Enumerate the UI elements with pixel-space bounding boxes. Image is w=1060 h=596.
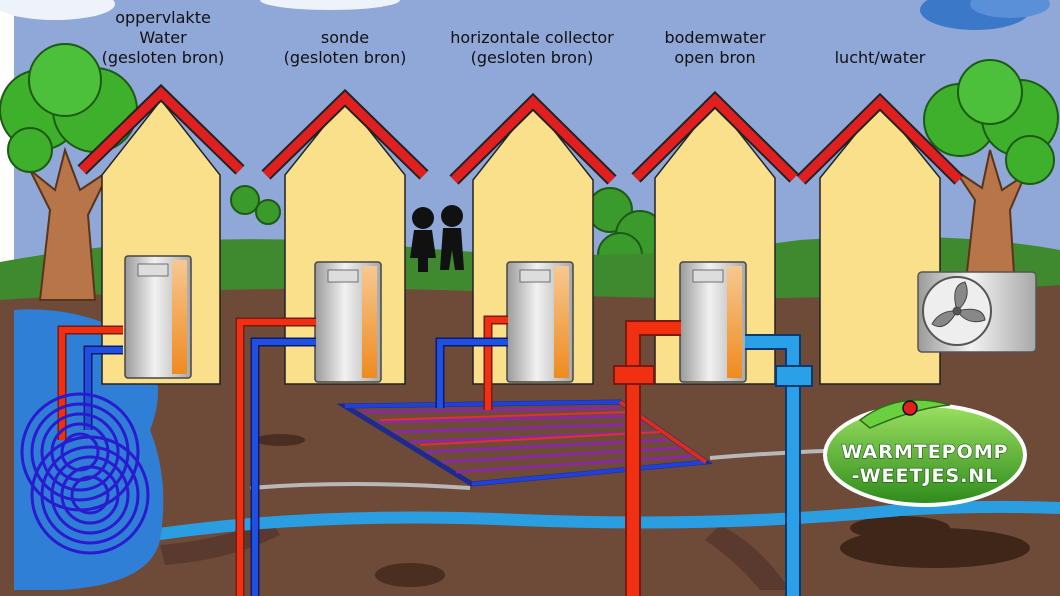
label-line: (gesloten bron) bbox=[101, 48, 225, 67]
label-line: bodemwater bbox=[664, 28, 766, 47]
label-line: oppervlakte bbox=[115, 8, 211, 27]
pipe-hot bbox=[59, 327, 123, 440]
label-line: (gesloten bron) bbox=[470, 48, 594, 67]
pipe-cold bbox=[252, 339, 316, 596]
label-line: Water bbox=[139, 28, 187, 47]
ladybug-icon bbox=[902, 400, 918, 416]
house-5 bbox=[796, 92, 964, 385]
cloud bbox=[0, 0, 115, 20]
label-line: (gesloten bron) bbox=[283, 48, 407, 67]
soil-patch bbox=[160, 520, 280, 565]
label-line: lucht/water bbox=[834, 48, 926, 67]
pond-coil bbox=[20, 392, 150, 555]
logo-line-2: -WEETJES.NL bbox=[852, 465, 999, 487]
pipe-hot bbox=[237, 319, 316, 596]
heat-pump-unit bbox=[314, 261, 382, 383]
well-cap bbox=[775, 365, 813, 387]
outdoor-air-unit bbox=[917, 271, 1037, 353]
heat-pump-unit bbox=[506, 261, 574, 383]
fan-icon bbox=[931, 281, 986, 328]
soil-patch bbox=[375, 563, 445, 587]
cloud bbox=[970, 0, 1050, 18]
soil-patch bbox=[705, 525, 790, 590]
soil-patch bbox=[850, 516, 950, 540]
soil-patch bbox=[255, 434, 305, 446]
tree-right bbox=[923, 59, 1059, 291]
pipe-hot bbox=[485, 317, 508, 410]
pipe-hot bbox=[627, 322, 681, 596]
cloud bbox=[260, 0, 400, 10]
label-surface-water: oppervlakte Water (gesloten bron) bbox=[102, 8, 225, 68]
pipe-groundwater bbox=[745, 336, 799, 596]
well-cap bbox=[613, 365, 655, 385]
label-line: open bron bbox=[674, 48, 756, 67]
logo-line-1: WARMTEPOMP bbox=[841, 441, 1008, 463]
label-groundwater: bodemwater open bron bbox=[664, 28, 765, 68]
label-horizontal-collector: horizontale collector (gesloten bron) bbox=[450, 28, 614, 68]
label-air-water: lucht/water bbox=[835, 48, 926, 68]
label-probe: sonde (gesloten bron) bbox=[284, 28, 407, 68]
people-silhouettes bbox=[410, 205, 464, 272]
warmtepomp-weetjes-logo: WARMTEPOMP -WEETJES.NL bbox=[823, 399, 1027, 507]
pipe-cold bbox=[437, 339, 508, 408]
heat-pump-unit bbox=[124, 255, 192, 379]
label-line: sonde bbox=[320, 28, 370, 47]
heat-pump-unit bbox=[679, 261, 747, 383]
label-line: horizontale collector bbox=[450, 28, 614, 47]
